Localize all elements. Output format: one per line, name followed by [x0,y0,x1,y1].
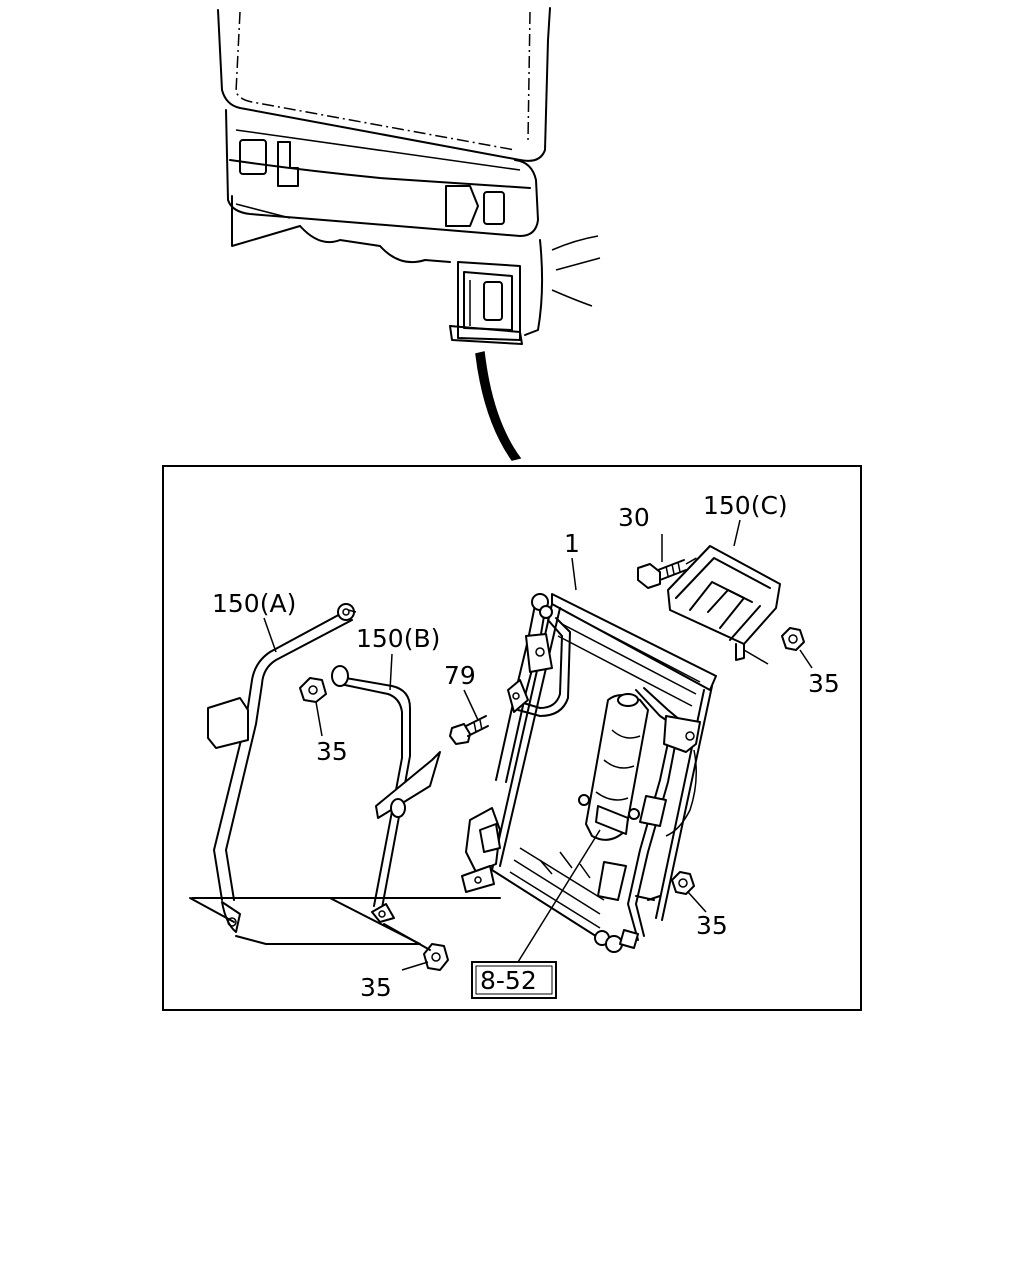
bolt-79 [449,715,489,745]
reference-page-link[interactable]: 8-52 [471,961,557,999]
nut-35-right [781,627,805,651]
label-nut-35-right: 35 [808,669,840,698]
label-bolt-30: 30 [618,503,650,532]
detail-frame [162,465,862,1011]
label-bracket-150b: 150(B) [356,624,440,653]
nut-35-mid-right [647,871,695,901]
label-reference-page[interactable]: 8-52 [480,966,537,995]
nut-35-upper-left [299,677,327,703]
label-nut-35-bottom: 35 [360,973,392,1002]
label-bracket-150c: 150(C) [703,491,788,520]
bracket-150b [331,665,441,923]
cab-front-view [217,7,601,345]
label-bracket-150a: 150(A) [212,589,296,618]
leader-lines [263,519,813,971]
callout-arrow-icon [475,351,522,461]
label-nut-35-mid-right: 35 [696,911,728,940]
bolt-30 [637,555,701,589]
label-condenser: 1 [564,529,580,558]
label-nut-35-upper-left: 35 [316,737,348,766]
condenser-assembly [461,593,717,953]
assembly-lines [189,897,501,951]
bracket-150c [667,545,781,665]
bracket-150a [207,603,357,933]
label-bolt-79: 79 [444,661,476,690]
